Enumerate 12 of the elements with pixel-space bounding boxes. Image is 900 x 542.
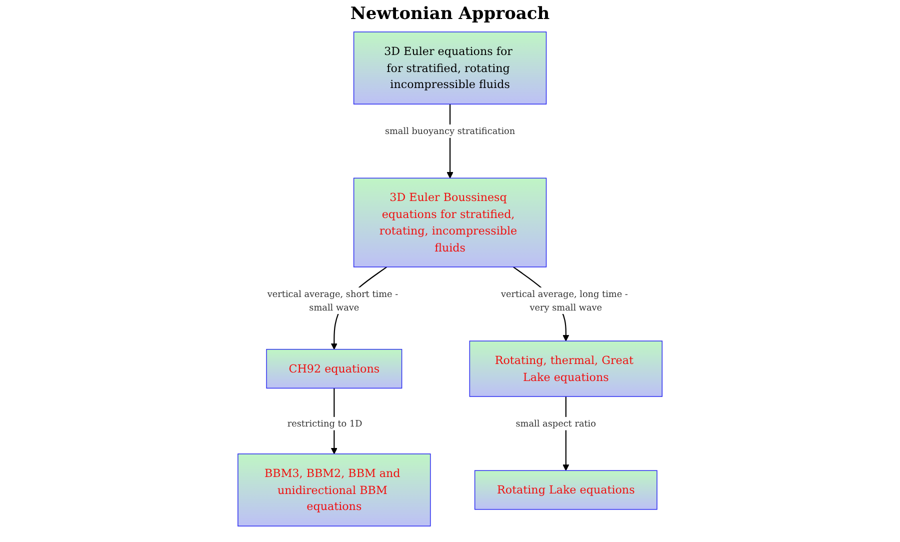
edge-label: small aspect ratio xyxy=(516,418,596,429)
diagram-title: Newtonian Approach xyxy=(349,4,551,24)
node-box: BBM3, BBM2, BBM and unidirectional BBM equations xyxy=(238,454,431,526)
node-box: Rotating Lake equations xyxy=(474,470,658,510)
node-box: 3D Euler equations for for stratified, rotating incompressible fluids xyxy=(353,32,547,104)
edge-label: vertical average, long time - very small wave xyxy=(500,288,628,312)
edge-label: vertical average, short time - small wave xyxy=(267,288,398,312)
node-box: 3D Euler Boussinesq equations for stratified, rotating, incompressible fluids xyxy=(353,178,547,268)
node-box: CH92 equations xyxy=(266,348,402,389)
edge-label: small buoyancy stratification xyxy=(384,126,516,136)
node-box: Rotating, thermal, Great Lake equations xyxy=(469,340,662,397)
edge-label: restricting to 1D xyxy=(287,418,362,429)
